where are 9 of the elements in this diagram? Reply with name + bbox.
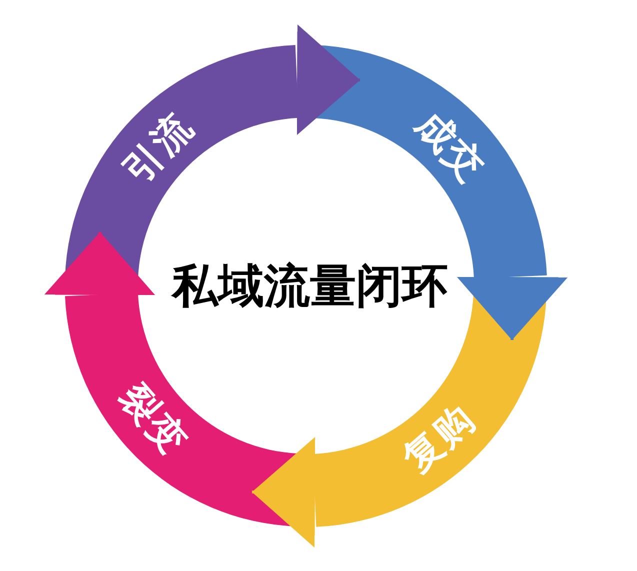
stage-label: 成交: [410, 104, 493, 188]
flow-arrow: [456, 276, 568, 340]
stage-label: 引流: [116, 106, 200, 190]
flow-arrow: [44, 232, 156, 296]
diagram-title: 私域流量闭环: [172, 260, 448, 312]
flow-arrow: [252, 436, 316, 548]
stage-label: 裂变: [112, 376, 194, 462]
stage-label: 复购: [396, 398, 482, 480]
flow-arrow: [296, 24, 360, 136]
